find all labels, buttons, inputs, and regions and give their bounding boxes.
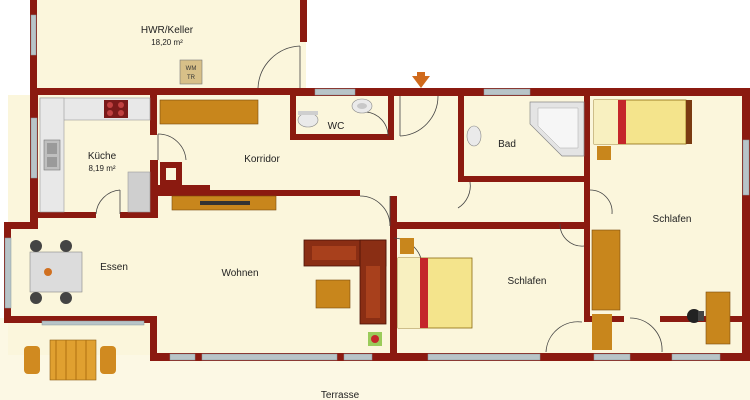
room-name-korridor: Korridor (244, 154, 280, 165)
room-name-schlafen-right: Schlafen (653, 214, 692, 225)
room-name-hwr: HWR/Keller (141, 25, 194, 36)
room-area-kueche: 8,19 m² (88, 164, 115, 173)
korridor-cabinet (159, 99, 259, 125)
stove-icon (104, 100, 128, 118)
windows (4, 14, 750, 361)
sofa-icon (303, 239, 387, 325)
bathroom-sink-icon (466, 125, 482, 147)
bed-middle-icon (397, 257, 473, 329)
room-name-terrasse: Terrasse (321, 390, 360, 400)
office-chair-icon (687, 309, 704, 323)
bed-right-icon (593, 99, 692, 145)
wardrobe-right-lower (592, 314, 612, 350)
room-area-hwr: 18,20 m² (151, 38, 183, 47)
room-name-schlafen-middle: Schlafen (508, 276, 547, 287)
nightstand-middle (400, 238, 414, 254)
chimney-core (166, 168, 176, 180)
washing-machine-icon: WM TR (179, 59, 203, 85)
room-name-essen: Essen (100, 262, 128, 273)
room-name-bad: Bad (498, 139, 516, 150)
plant-icon (368, 332, 382, 346)
door-swings (95, 45, 663, 353)
terrace-table-icon (24, 339, 116, 381)
room-name-kueche: Küche (88, 151, 117, 162)
appliance-line1: WM (186, 66, 197, 72)
nightstand (597, 146, 611, 160)
entrance-arrow-icon (412, 72, 430, 88)
appliance-line2: TR (187, 75, 196, 81)
dining-table-icon (29, 240, 83, 304)
corner-bathtub-icon (529, 101, 585, 157)
room-name-wohnen: Wohnen (221, 268, 258, 279)
coffee-table (315, 279, 351, 309)
wardrobe-right (591, 229, 621, 311)
wc-sink-icon (351, 98, 373, 114)
room-name-wc: WC (328, 121, 345, 132)
tv-icon (200, 201, 250, 205)
hwr-floor (34, 0, 306, 95)
desk (705, 291, 731, 345)
sink-icon (43, 139, 61, 171)
toilet-icon (297, 111, 319, 128)
